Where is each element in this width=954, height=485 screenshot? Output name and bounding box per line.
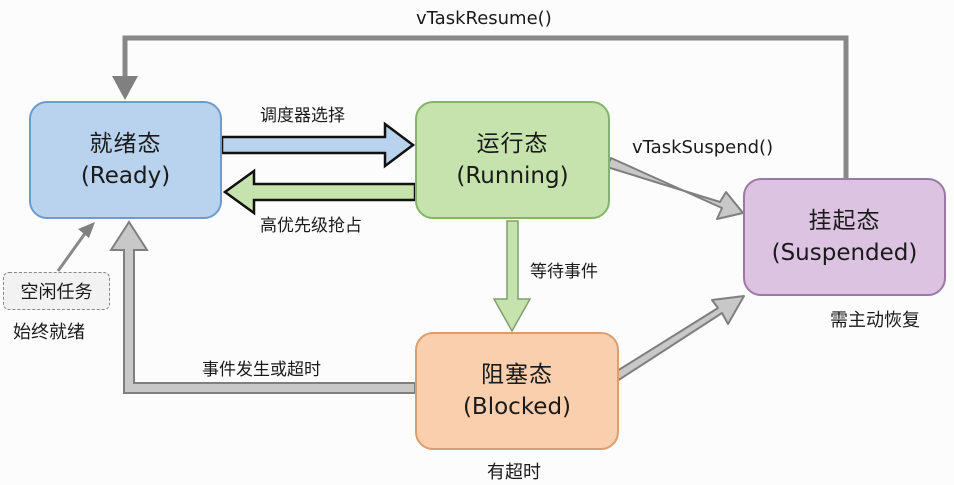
resume-line	[122, 35, 849, 178]
state-running-name: 运行态	[476, 131, 549, 157]
state-running: 运行态 (Running)	[415, 101, 610, 219]
scheduler-select-arrow	[220, 121, 416, 169]
state-suspended-en: (Suspended)	[771, 240, 918, 266]
idle-task-label: 空闲任务	[20, 282, 93, 303]
preempt-arrow	[222, 168, 417, 216]
idle-task-arrowhead	[78, 222, 95, 238]
state-ready-en: (Ready)	[80, 163, 171, 189]
state-blocked-en: (Blocked)	[462, 394, 572, 420]
state-suspended: 挂起态 (Suspended)	[743, 178, 946, 296]
idle-task-line	[56, 231, 88, 272]
state-running-en: (Running)	[456, 163, 569, 189]
label-event-timeout: 事件发生或超时	[202, 360, 321, 380]
label-suspend: vTaskSuspend()	[632, 137, 774, 158]
state-ready: 就绪态 (Ready)	[29, 101, 222, 219]
blocked-to-suspended-arrow	[608, 295, 745, 384]
label-wait-event: 等待事件	[530, 262, 598, 282]
resume-arrowhead	[112, 76, 138, 100]
label-scheduler-select: 调度器选择	[260, 106, 345, 126]
event-timeout-arrow	[109, 220, 416, 394]
idle-task-box: 空闲任务	[3, 272, 110, 310]
state-suspended-name: 挂起态	[808, 208, 881, 234]
state-blocked: 阻塞态 (Blocked)	[415, 332, 619, 450]
label-resume: vTaskResume()	[416, 8, 552, 29]
state-blocked-name: 阻塞态	[481, 362, 553, 388]
label-preempt: 高优先级抢占	[260, 216, 362, 236]
note-has-timeout: 有超时	[487, 462, 541, 483]
wait-event-arrow	[492, 220, 532, 333]
state-ready-name: 就绪态	[89, 131, 162, 157]
note-always-ready: 始终就绪	[13, 322, 85, 343]
suspend-arrow	[606, 157, 744, 220]
note-needs-resume: 需主动恢复	[830, 310, 920, 331]
